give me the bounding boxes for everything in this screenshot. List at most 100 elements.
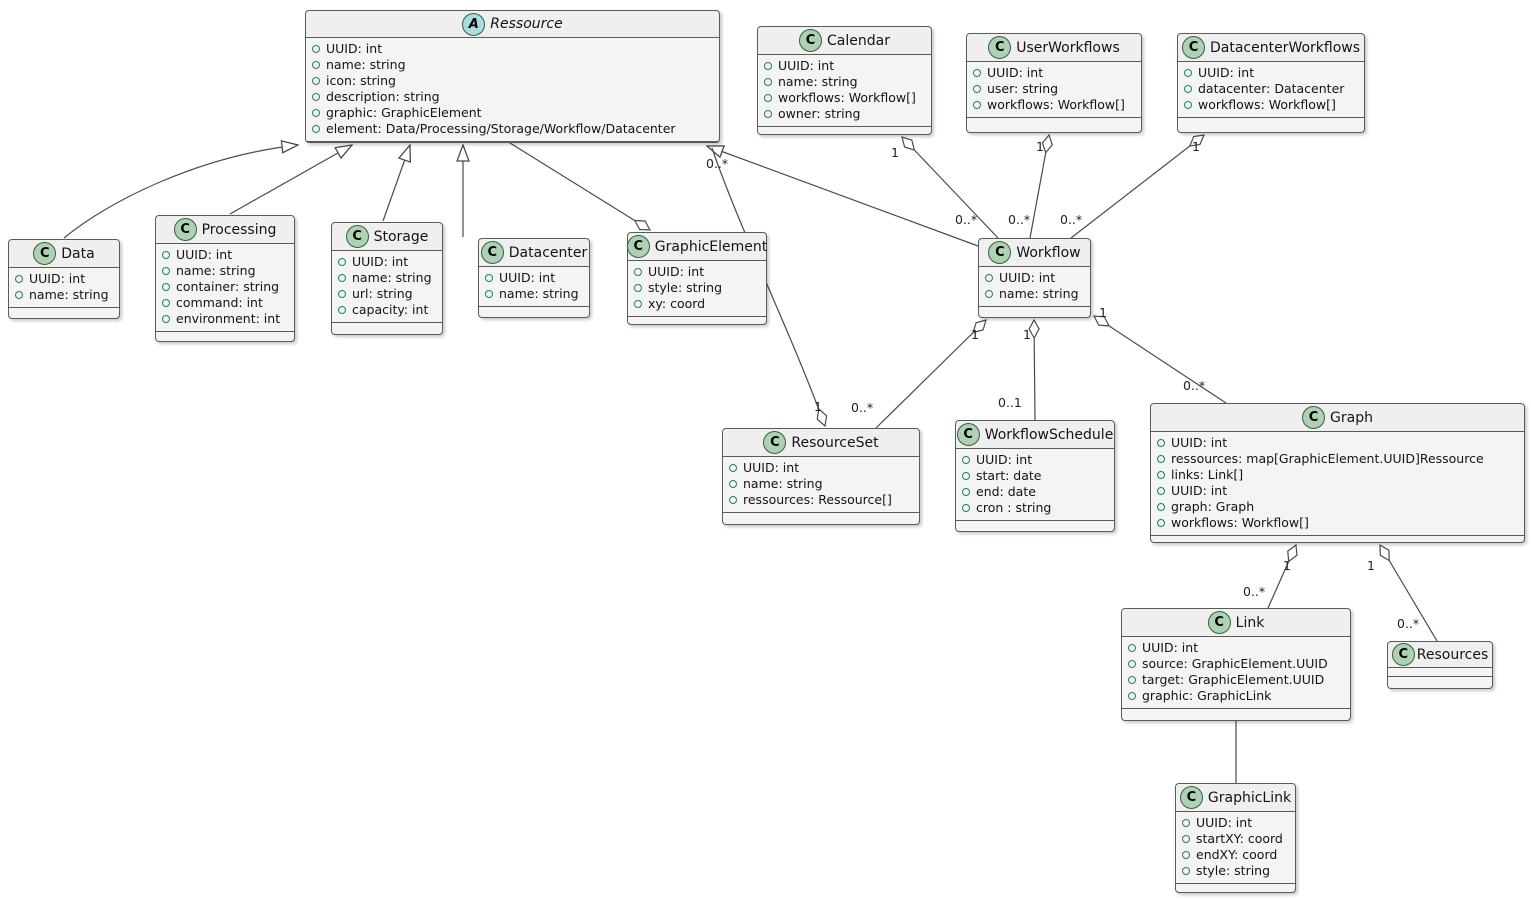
- attribute: capacity: int: [338, 302, 436, 318]
- attribute: UUID: int: [634, 264, 760, 280]
- attribute: UUID: int: [312, 41, 713, 57]
- class-datacenter: C Datacenter UUID: int name: string: [478, 238, 590, 318]
- methods-compartment: [1178, 118, 1364, 132]
- field-visibility-icon: [973, 85, 981, 93]
- class-name: Calendar: [827, 32, 890, 49]
- field-visibility-icon: [485, 290, 493, 298]
- field-visibility-icon: [1157, 487, 1165, 495]
- attributes: UUID: int ressources: map[GraphicElement…: [1151, 432, 1524, 536]
- field-visibility-icon: [1184, 69, 1192, 77]
- attribute: name: string: [15, 287, 113, 303]
- field-visibility-icon: [312, 93, 320, 101]
- attribute-text: name: string: [999, 286, 1079, 301]
- class-header: C Storage: [332, 223, 442, 251]
- field-visibility-icon: [1128, 660, 1136, 668]
- attribute: UUID: int: [973, 65, 1135, 81]
- attribute: container: string: [162, 279, 288, 295]
- field-visibility-icon: [729, 480, 737, 488]
- field-visibility-icon: [338, 290, 346, 298]
- class-header: C Processing: [156, 216, 294, 244]
- edge-calendar-workflow-aggregation: [902, 137, 999, 239]
- class-icon: C: [33, 242, 57, 265]
- attributes: [1388, 668, 1492, 677]
- attribute: start: date: [962, 468, 1108, 484]
- attribute-text: graph: Graph: [1171, 499, 1255, 514]
- class-name: UserWorkflows: [1016, 39, 1120, 56]
- attribute: style: string: [1182, 863, 1289, 879]
- edge-data-extends-ressource: [63, 145, 298, 239]
- attribute-text: name: string: [743, 476, 823, 491]
- class-resources: C Resources: [1387, 641, 1493, 689]
- class-name: Ressource: [490, 16, 563, 32]
- attribute: xy: coord: [634, 296, 760, 312]
- attribute-text: environment: int: [176, 311, 281, 326]
- attribute: endXY: coord: [1182, 847, 1289, 863]
- attribute-text: workflows: Workflow[]: [778, 90, 916, 105]
- attribute-text: ressources: map[GraphicElement.UUID]Ress…: [1171, 451, 1484, 466]
- attribute: element: Data/Processing/Storage/Workflo…: [312, 121, 713, 137]
- attributes: UUID: int name: string container: string…: [156, 244, 294, 332]
- attribute-text: command: int: [176, 295, 263, 310]
- attributes: UUID: int name: string ressources: Resso…: [723, 457, 919, 513]
- attribute: icon: string: [312, 73, 713, 89]
- multiplicity-label: 1: [1036, 139, 1044, 154]
- attribute-text: description: string: [326, 89, 440, 104]
- multiplicity-label: 0..*: [851, 400, 874, 415]
- class-icon: C: [956, 423, 980, 446]
- class-header: C Workflow: [979, 239, 1090, 267]
- attributes: UUID: int name: string: [479, 267, 589, 307]
- class-name: Workflow: [1016, 244, 1081, 261]
- methods-compartment: [332, 323, 442, 334]
- edge-graph-link-aggregation: [1267, 545, 1296, 609]
- class-name: Datacenter: [508, 244, 588, 261]
- attribute: name: string: [764, 74, 925, 90]
- attributes: UUID: int name: string: [979, 267, 1090, 307]
- field-visibility-icon: [312, 125, 320, 133]
- attribute-text: style: string: [648, 280, 723, 295]
- attribute: UUID: int: [485, 270, 583, 286]
- field-visibility-icon: [973, 69, 981, 77]
- field-visibility-icon: [764, 78, 772, 86]
- attribute: description: string: [312, 89, 713, 105]
- class-name: Data: [61, 245, 95, 262]
- attribute-text: icon: string: [326, 73, 396, 88]
- class-name: GraphicElement: [654, 238, 768, 255]
- attribute-text: capacity: int: [352, 302, 429, 317]
- attribute-text: graphic: GraphicElement: [326, 105, 482, 120]
- attribute: UUID: int: [1157, 435, 1518, 451]
- class-graphicelement: C GraphicElement UUID: int style: string…: [626, 232, 768, 325]
- class-icon: C: [763, 431, 787, 454]
- attribute-text: name: string: [778, 74, 858, 89]
- class-icon: C: [988, 36, 1012, 59]
- class-header: C Graph: [1151, 404, 1524, 432]
- edge-workflow-schedule-aggregation: [1034, 320, 1035, 421]
- class-ressource: A Ressource UUID: int name: string icon:…: [305, 10, 720, 143]
- attribute-text: endXY: coord: [1196, 847, 1278, 862]
- class-link: C Link UUID: int source: GraphicElement.…: [1121, 608, 1351, 721]
- class-name: Graph: [1330, 409, 1373, 426]
- field-visibility-icon: [1182, 867, 1190, 875]
- methods-compartment: [758, 127, 931, 134]
- class-icon: C: [1179, 786, 1203, 809]
- attribute-text: cron : string: [976, 500, 1052, 515]
- field-visibility-icon: [634, 284, 642, 292]
- class-calendar: C Calendar UUID: int name: string workfl…: [757, 26, 932, 135]
- attribute: command: int: [162, 295, 288, 311]
- attributes: UUID: int startXY: coord endXY: coord st…: [1176, 812, 1295, 884]
- field-visibility-icon: [1128, 676, 1136, 684]
- edge-ressource-graphicelement-aggregation: [509, 142, 650, 230]
- class-icon: C: [345, 225, 369, 248]
- attribute-text: UUID: int: [176, 247, 233, 262]
- attribute: graphic: GraphicElement: [312, 105, 713, 121]
- attribute-text: end: date: [976, 484, 1036, 499]
- class-data: C Data UUID: int name: string: [8, 239, 120, 319]
- attribute-text: container: string: [176, 279, 280, 294]
- attribute-text: UUID: int: [326, 41, 383, 56]
- field-visibility-icon: [15, 275, 23, 283]
- multiplicity-label: 0..*: [1060, 212, 1083, 227]
- field-visibility-icon: [1128, 692, 1136, 700]
- field-visibility-icon: [162, 299, 170, 307]
- class-name: GraphicLink: [1207, 789, 1292, 806]
- attribute: name: string: [729, 476, 913, 492]
- attribute-text: UUID: int: [1196, 815, 1253, 830]
